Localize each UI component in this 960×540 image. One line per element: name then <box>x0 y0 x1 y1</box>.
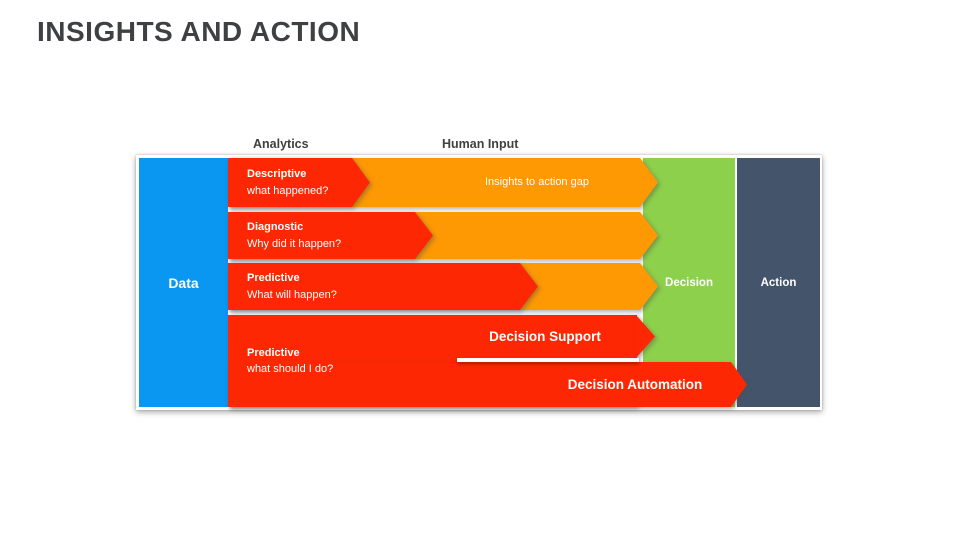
data-box: Data <box>139 158 228 407</box>
page-title: INSIGHTS AND ACTION <box>37 16 361 47</box>
decision-automation-label: Decision Automation <box>567 377 703 392</box>
decision-automation-arrow <box>228 362 747 407</box>
decision-support-arrowhead <box>636 315 655 358</box>
column-label-analytics: Analytics <box>253 137 309 151</box>
row-category: Predictive <box>247 272 300 284</box>
action-box: Action <box>737 158 820 407</box>
row-text-prescriptive: Predictive what should I do? <box>247 315 333 407</box>
row-question: what should I do? <box>247 363 334 375</box>
column-label-human-input: Human Input <box>442 137 519 151</box>
row-category: Predictive <box>247 346 300 359</box>
row-text-predictive: Predictive What will happen? <box>247 263 337 310</box>
decision-support-label: Decision Support <box>489 329 601 344</box>
row-question: what happened? <box>247 184 329 197</box>
row-question: Why did it happen? <box>247 237 342 250</box>
row-category: Diagnostic <box>247 221 304 233</box>
insights-to-action-gap-note: Insights to action gap <box>485 176 589 189</box>
row-text-descriptive: Descriptive what happened? <box>247 158 328 207</box>
data-box-label: Data <box>168 274 199 291</box>
row-question: What will happen? <box>247 288 337 301</box>
decision-support-separator <box>457 358 639 362</box>
action-box-label: Action <box>760 276 797 289</box>
analytics-arrow-predictive <box>228 263 538 310</box>
analytics-arrow-diagnostic <box>228 212 433 259</box>
row-text-diagnostic: Diagnostic Why did it happen? <box>247 212 341 259</box>
analytics-arrow-descriptive <box>228 158 370 207</box>
decision-box-label: Decision <box>665 276 713 289</box>
row-category: Descriptive <box>247 168 307 180</box>
